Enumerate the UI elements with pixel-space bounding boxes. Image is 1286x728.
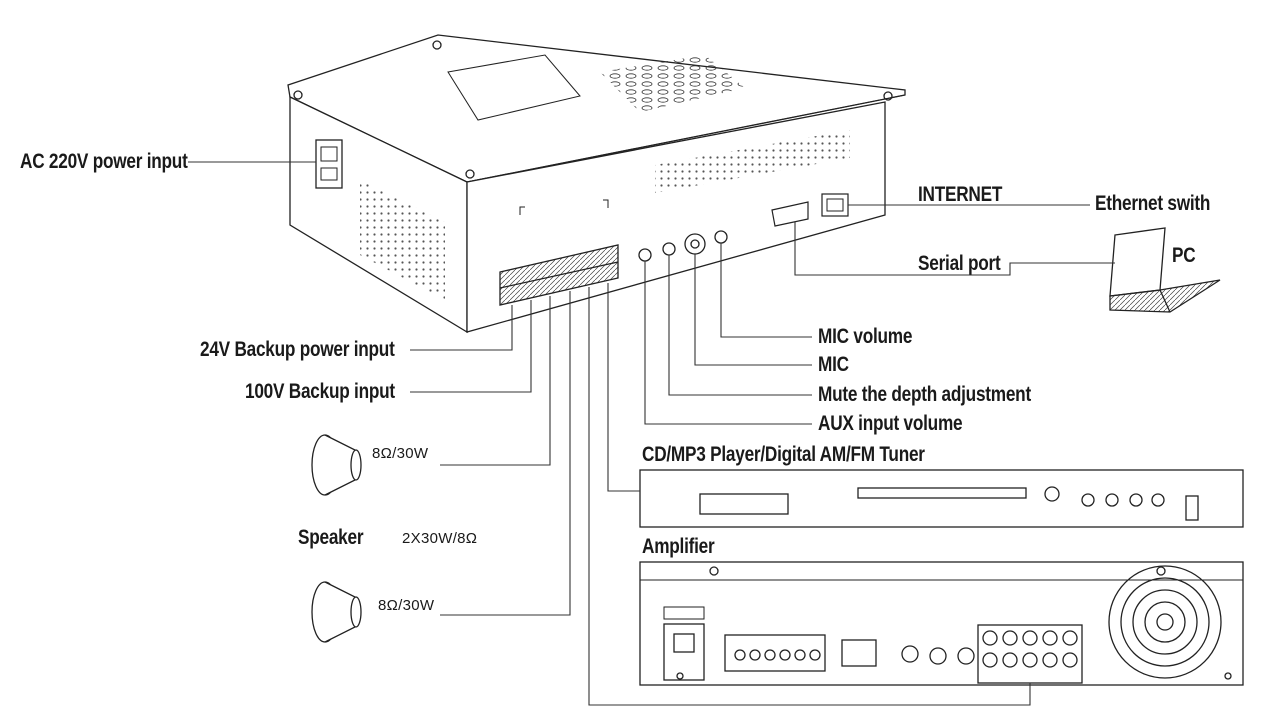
- amplifier-device: [639, 561, 1244, 686]
- ac-power-socket: [315, 139, 343, 189]
- label-24v-backup: 24V Backup power input: [200, 338, 395, 361]
- connection-lines: [188, 161, 1115, 706]
- main-controller-device: [287, 34, 906, 334]
- label-internet: INTERNET: [918, 183, 1003, 206]
- label-speaker: Speaker: [298, 526, 364, 549]
- serial-port-connector: [771, 201, 809, 227]
- fan-grille: [1108, 565, 1222, 679]
- terminal-block: [499, 244, 619, 306]
- label-mute-depth: Mute the depth adjustment: [818, 383, 1031, 406]
- label-serial-port: Serial port: [918, 252, 1001, 275]
- label-ethernet-switch: Ethernet swith: [1095, 192, 1211, 215]
- label-pc: PC: [1172, 244, 1196, 267]
- speaker-icon: [311, 581, 362, 643]
- label-mic: MIC: [818, 353, 849, 376]
- label-speaker-spec: 2X30W/8Ω: [402, 530, 478, 547]
- cd-mp3-player-device: [639, 469, 1244, 528]
- label-ac-power-input: AC 220V power input: [20, 150, 188, 173]
- label-mic-volume: MIC volume: [818, 325, 913, 348]
- label-amplifier: Amplifier: [642, 535, 715, 558]
- label-aux-input-volume: AUX input volume: [818, 412, 963, 435]
- pc-laptop-icon: [1109, 227, 1221, 313]
- label-cd-player: CD/MP3 Player/Digital AM/FM Tuner: [642, 443, 925, 466]
- speaker-icon: [311, 434, 362, 496]
- label-speaker1-rating: 8Ω/30W: [372, 445, 429, 462]
- device-keypad: [600, 55, 745, 112]
- device-display: [447, 54, 581, 121]
- label-speaker2-rating: 8Ω/30W: [378, 597, 435, 614]
- label-100v-backup: 100V Backup input: [245, 380, 395, 403]
